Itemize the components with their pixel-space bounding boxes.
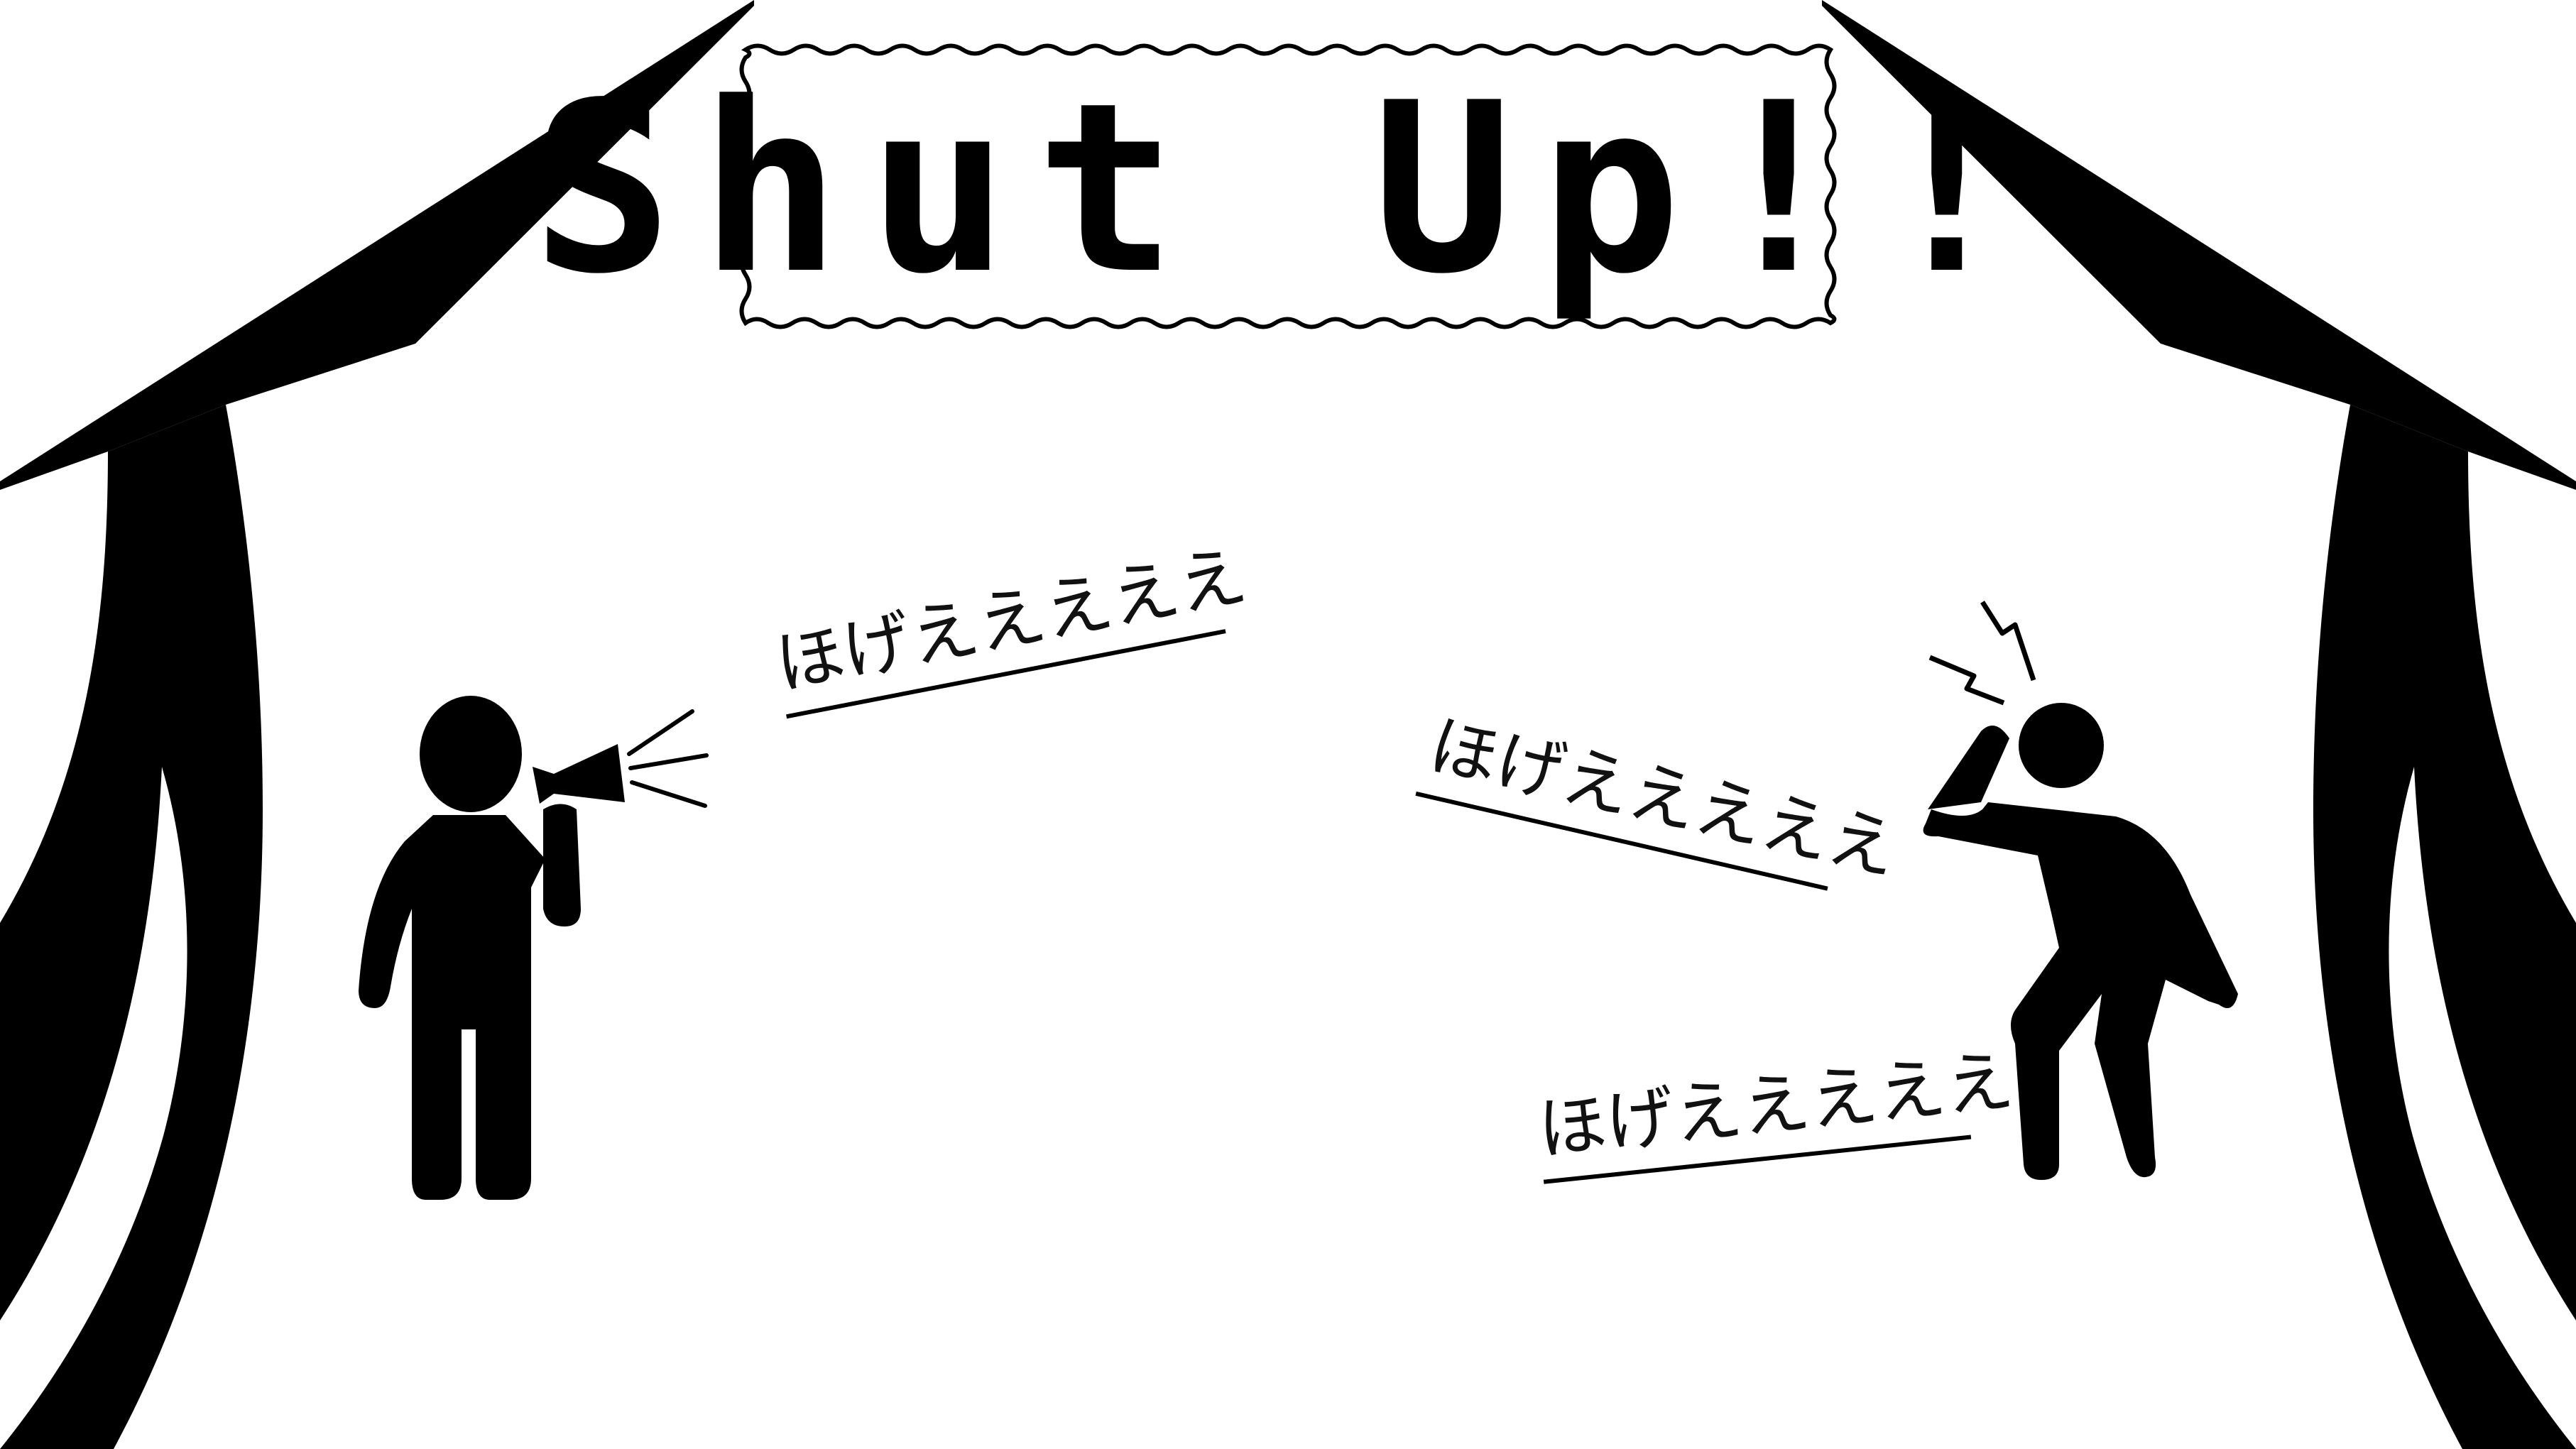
shout-1: ほげえええええ: [769, 535, 1252, 719]
left-curtain-inner-gap: [0, 767, 187, 1449]
speaker-head: [420, 696, 522, 812]
left-curtain-valance: [0, 0, 754, 490]
game-title: Shut Up!!: [532, 53, 2044, 325]
shout-1-underline: [786, 629, 1226, 719]
title-sign-border: [739, 43, 1837, 329]
title-sign: Shut Up!!: [532, 43, 2044, 329]
shout-2: ほげえええええ: [1415, 705, 1905, 891]
right-curtain-inner-gap: [2389, 767, 2576, 1449]
shout-1-text: ほげえええええ: [769, 535, 1252, 704]
right-curtain-valance: [1822, 0, 2576, 490]
annoyed-body: [1923, 802, 2238, 1180]
shout-3-text: ほげえええええ: [1534, 1041, 2017, 1170]
speaker-body: [359, 815, 545, 1200]
speaker-raised-arm: [543, 804, 581, 926]
sound-lines-icon: [627, 709, 709, 808]
annoyed-figure: [1923, 601, 2238, 1180]
megaphone-icon: [533, 744, 625, 804]
shout-3-underline: [1543, 1134, 1972, 1184]
right-curtain-outer-drape: [2313, 405, 2576, 1449]
left-curtain: [0, 0, 754, 1449]
right-curtain: [1822, 0, 2576, 1449]
anger-mark-icon: [1928, 601, 2036, 706]
shout-2-text: ほげえええええ: [1422, 705, 1905, 890]
shout-2-underline: [1415, 791, 1828, 891]
annoyed-head: [2019, 703, 2104, 788]
left-curtain-outer-drape: [0, 405, 263, 1449]
annoyed-arm-to-head: [1928, 726, 2009, 809]
speaker-figure: [359, 696, 709, 1200]
shout-3: ほげえええええ: [1534, 1041, 2017, 1184]
